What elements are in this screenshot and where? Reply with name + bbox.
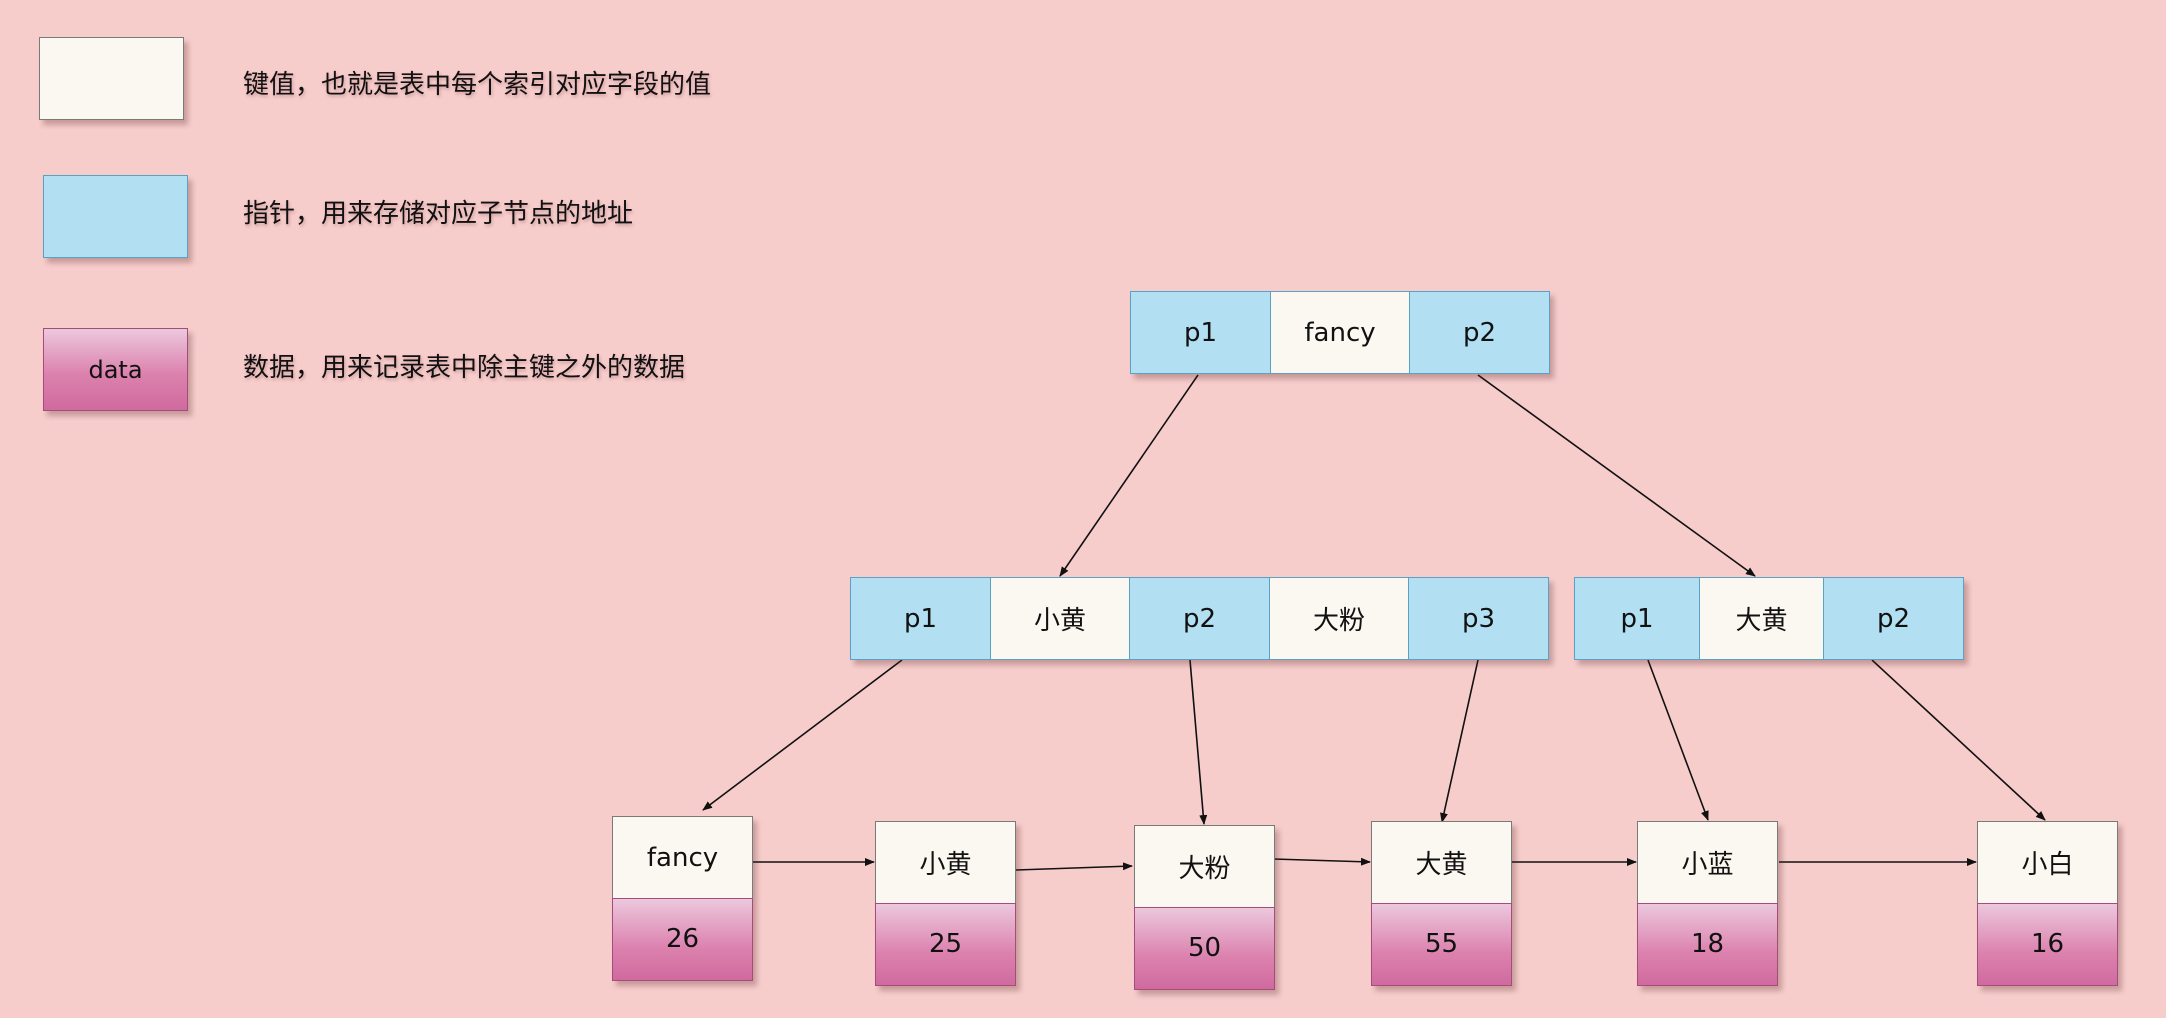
legend-pointer-description: 指针，用来存储对应子节点的地址 bbox=[243, 199, 634, 229]
leaf-key: 大黄 bbox=[1371, 821, 1512, 904]
legend-data-description: 数据，用来记录表中除主键之外的数据 bbox=[243, 353, 686, 383]
legend-key-description: 键值，也就是表中每个索引对应字段的值 bbox=[243, 70, 712, 100]
internal-left-key-2: 大粉 bbox=[1268, 577, 1410, 660]
leaf-key: 小蓝 bbox=[1637, 821, 1778, 904]
internal-node-left: p1 小黄 p2 大粉 p3 bbox=[850, 577, 1549, 660]
edge-root-to-right bbox=[1477, 374, 1756, 577]
root-node: p1 fancy p2 bbox=[1130, 291, 1550, 374]
internal-left-pointer-p1: p1 bbox=[850, 577, 991, 660]
leaf-data: 16 bbox=[1977, 902, 2118, 986]
root-pointer-p2: p2 bbox=[1409, 291, 1550, 374]
leaf-node-2: 小黄 25 bbox=[875, 821, 1016, 986]
leaf-data: 25 bbox=[875, 902, 1016, 986]
leaf-key: 小白 bbox=[1977, 821, 2118, 904]
legend-pointer-swatch bbox=[43, 175, 188, 258]
internal-left-key-1: 小黄 bbox=[989, 577, 1131, 660]
legend-data-label: data bbox=[88, 355, 143, 384]
leaf-node-4: 大黄 55 bbox=[1371, 821, 1512, 986]
edge-left-p2 bbox=[1189, 659, 1208, 825]
leaf-node-6: 小白 16 bbox=[1977, 821, 2118, 986]
edge-root-to-left bbox=[1059, 374, 1199, 577]
leaf-data: 50 bbox=[1134, 906, 1275, 990]
leaf-data: 55 bbox=[1371, 902, 1512, 986]
internal-right-pointer-p2: p2 bbox=[1823, 577, 1964, 660]
internal-left-pointer-p2: p2 bbox=[1129, 577, 1270, 660]
root-key: fancy bbox=[1269, 291, 1411, 374]
edge-left-p3 bbox=[1440, 659, 1479, 823]
leaf-node-1: fancy 26 bbox=[612, 816, 753, 981]
leaf-key: 大粉 bbox=[1134, 825, 1275, 908]
legend-key-swatch bbox=[39, 37, 184, 120]
leaf-node-5: 小蓝 18 bbox=[1637, 821, 1778, 986]
legend-data-swatch: data bbox=[43, 328, 188, 411]
leaf-key: 小黄 bbox=[875, 821, 1016, 904]
leaf-link-3 bbox=[1272, 857, 1371, 866]
internal-node-right: p1 大黄 p2 bbox=[1574, 577, 1964, 660]
edge-right-p2 bbox=[1871, 659, 2046, 821]
internal-left-pointer-p3: p3 bbox=[1408, 577, 1549, 660]
edge-right-p1 bbox=[1647, 659, 1709, 821]
leaf-key: fancy bbox=[612, 816, 753, 899]
leaf-link-2 bbox=[1015, 862, 1133, 871]
root-pointer-p1: p1 bbox=[1130, 291, 1271, 374]
leaf-data: 26 bbox=[612, 897, 753, 981]
leaf-node-3: 大粉 50 bbox=[1134, 825, 1275, 990]
leaf-data: 18 bbox=[1637, 902, 1778, 986]
internal-right-key: 大黄 bbox=[1698, 577, 1825, 660]
internal-right-pointer-p1: p1 bbox=[1574, 577, 1700, 660]
edge-left-p1 bbox=[702, 659, 903, 811]
